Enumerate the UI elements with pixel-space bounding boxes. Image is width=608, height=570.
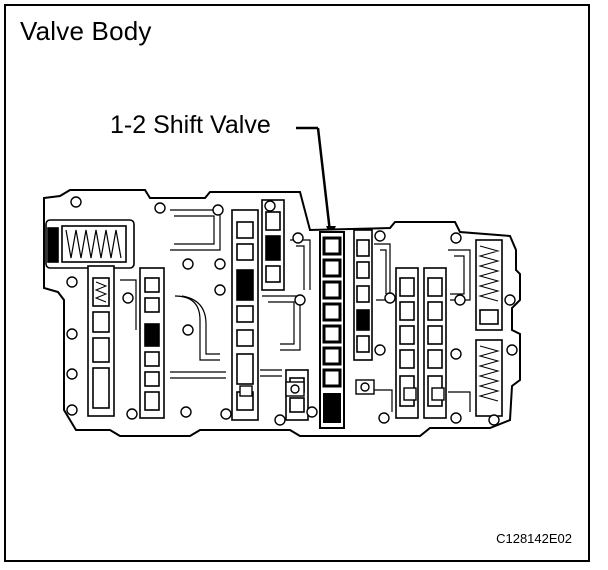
figure-code: C128142E02 [496,531,572,546]
left-spring-housing [45,219,135,269]
callout-label: 1-2 Shift Valve [110,111,271,139]
fluid-passages [120,209,471,412]
diagram-title: Valve Body [20,16,152,46]
check-balls [239,379,445,401]
shift-valve-1-2 [319,231,345,429]
left-valve-bore [87,265,115,417]
figure-frame [4,4,590,562]
bolt-holes [66,196,518,426]
